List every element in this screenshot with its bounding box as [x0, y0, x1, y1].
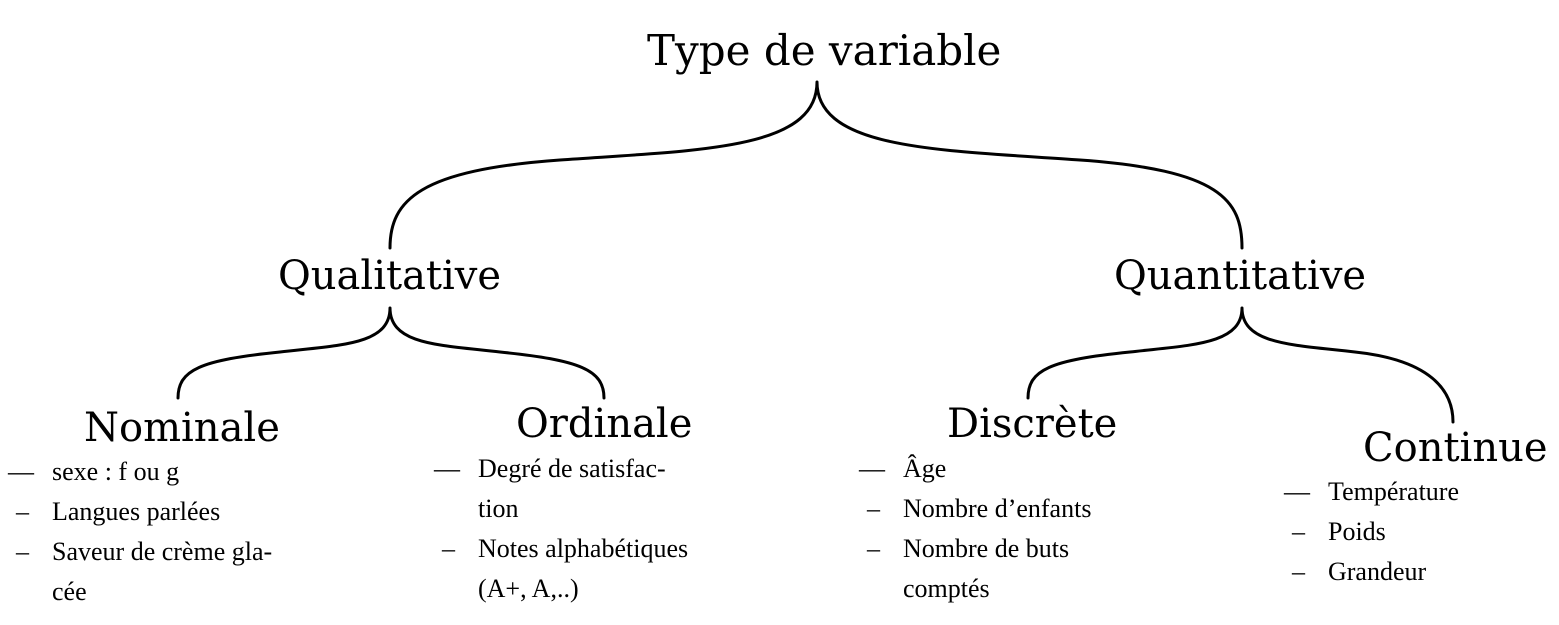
list-item: —Degré de satisfac- tion	[434, 454, 666, 523]
list-item: —Âge	[859, 454, 947, 483]
list-item: –Grandeur	[1292, 557, 1427, 586]
list-item: –Poids	[1292, 517, 1386, 546]
qualitative-brace	[176, 306, 606, 400]
list-item: —sexe : f ou g	[8, 457, 180, 486]
qualitative-label: Qualitative	[278, 253, 502, 299]
continue-list: —Température –Poids –Grandeur	[1284, 472, 1544, 592]
root-brace	[388, 80, 1244, 250]
ordinale-label: Ordinale	[516, 401, 693, 447]
quantitative-label: Quantitative	[1114, 253, 1367, 299]
list-item: –Langues parlées	[16, 497, 221, 526]
list-item: –Nombre d’enfants	[867, 494, 1092, 523]
root-label: Type de variable	[647, 26, 1002, 75]
nominale-list: —sexe : f ou g –Langues parlées –Saveur …	[8, 452, 348, 612]
list-item: –Nombre de buts comptés	[867, 534, 1070, 603]
continue-label: Continue	[1363, 425, 1548, 471]
discrete-list: —Âge –Nombre d’enfants –Nombre de buts c…	[859, 449, 1199, 609]
nominale-label: Nominale	[84, 405, 280, 451]
list-item: –Saveur de crème gla- cée	[16, 537, 273, 606]
list-item: –Notes alphabétiques (A+, A,..)	[442, 534, 689, 603]
list-item: —Température	[1284, 477, 1459, 506]
discrete-label: Discrète	[947, 401, 1118, 447]
ordinale-list: —Degré de satisfac- tion –Notes alphabét…	[434, 449, 774, 609]
quantitative-brace	[1026, 306, 1455, 424]
